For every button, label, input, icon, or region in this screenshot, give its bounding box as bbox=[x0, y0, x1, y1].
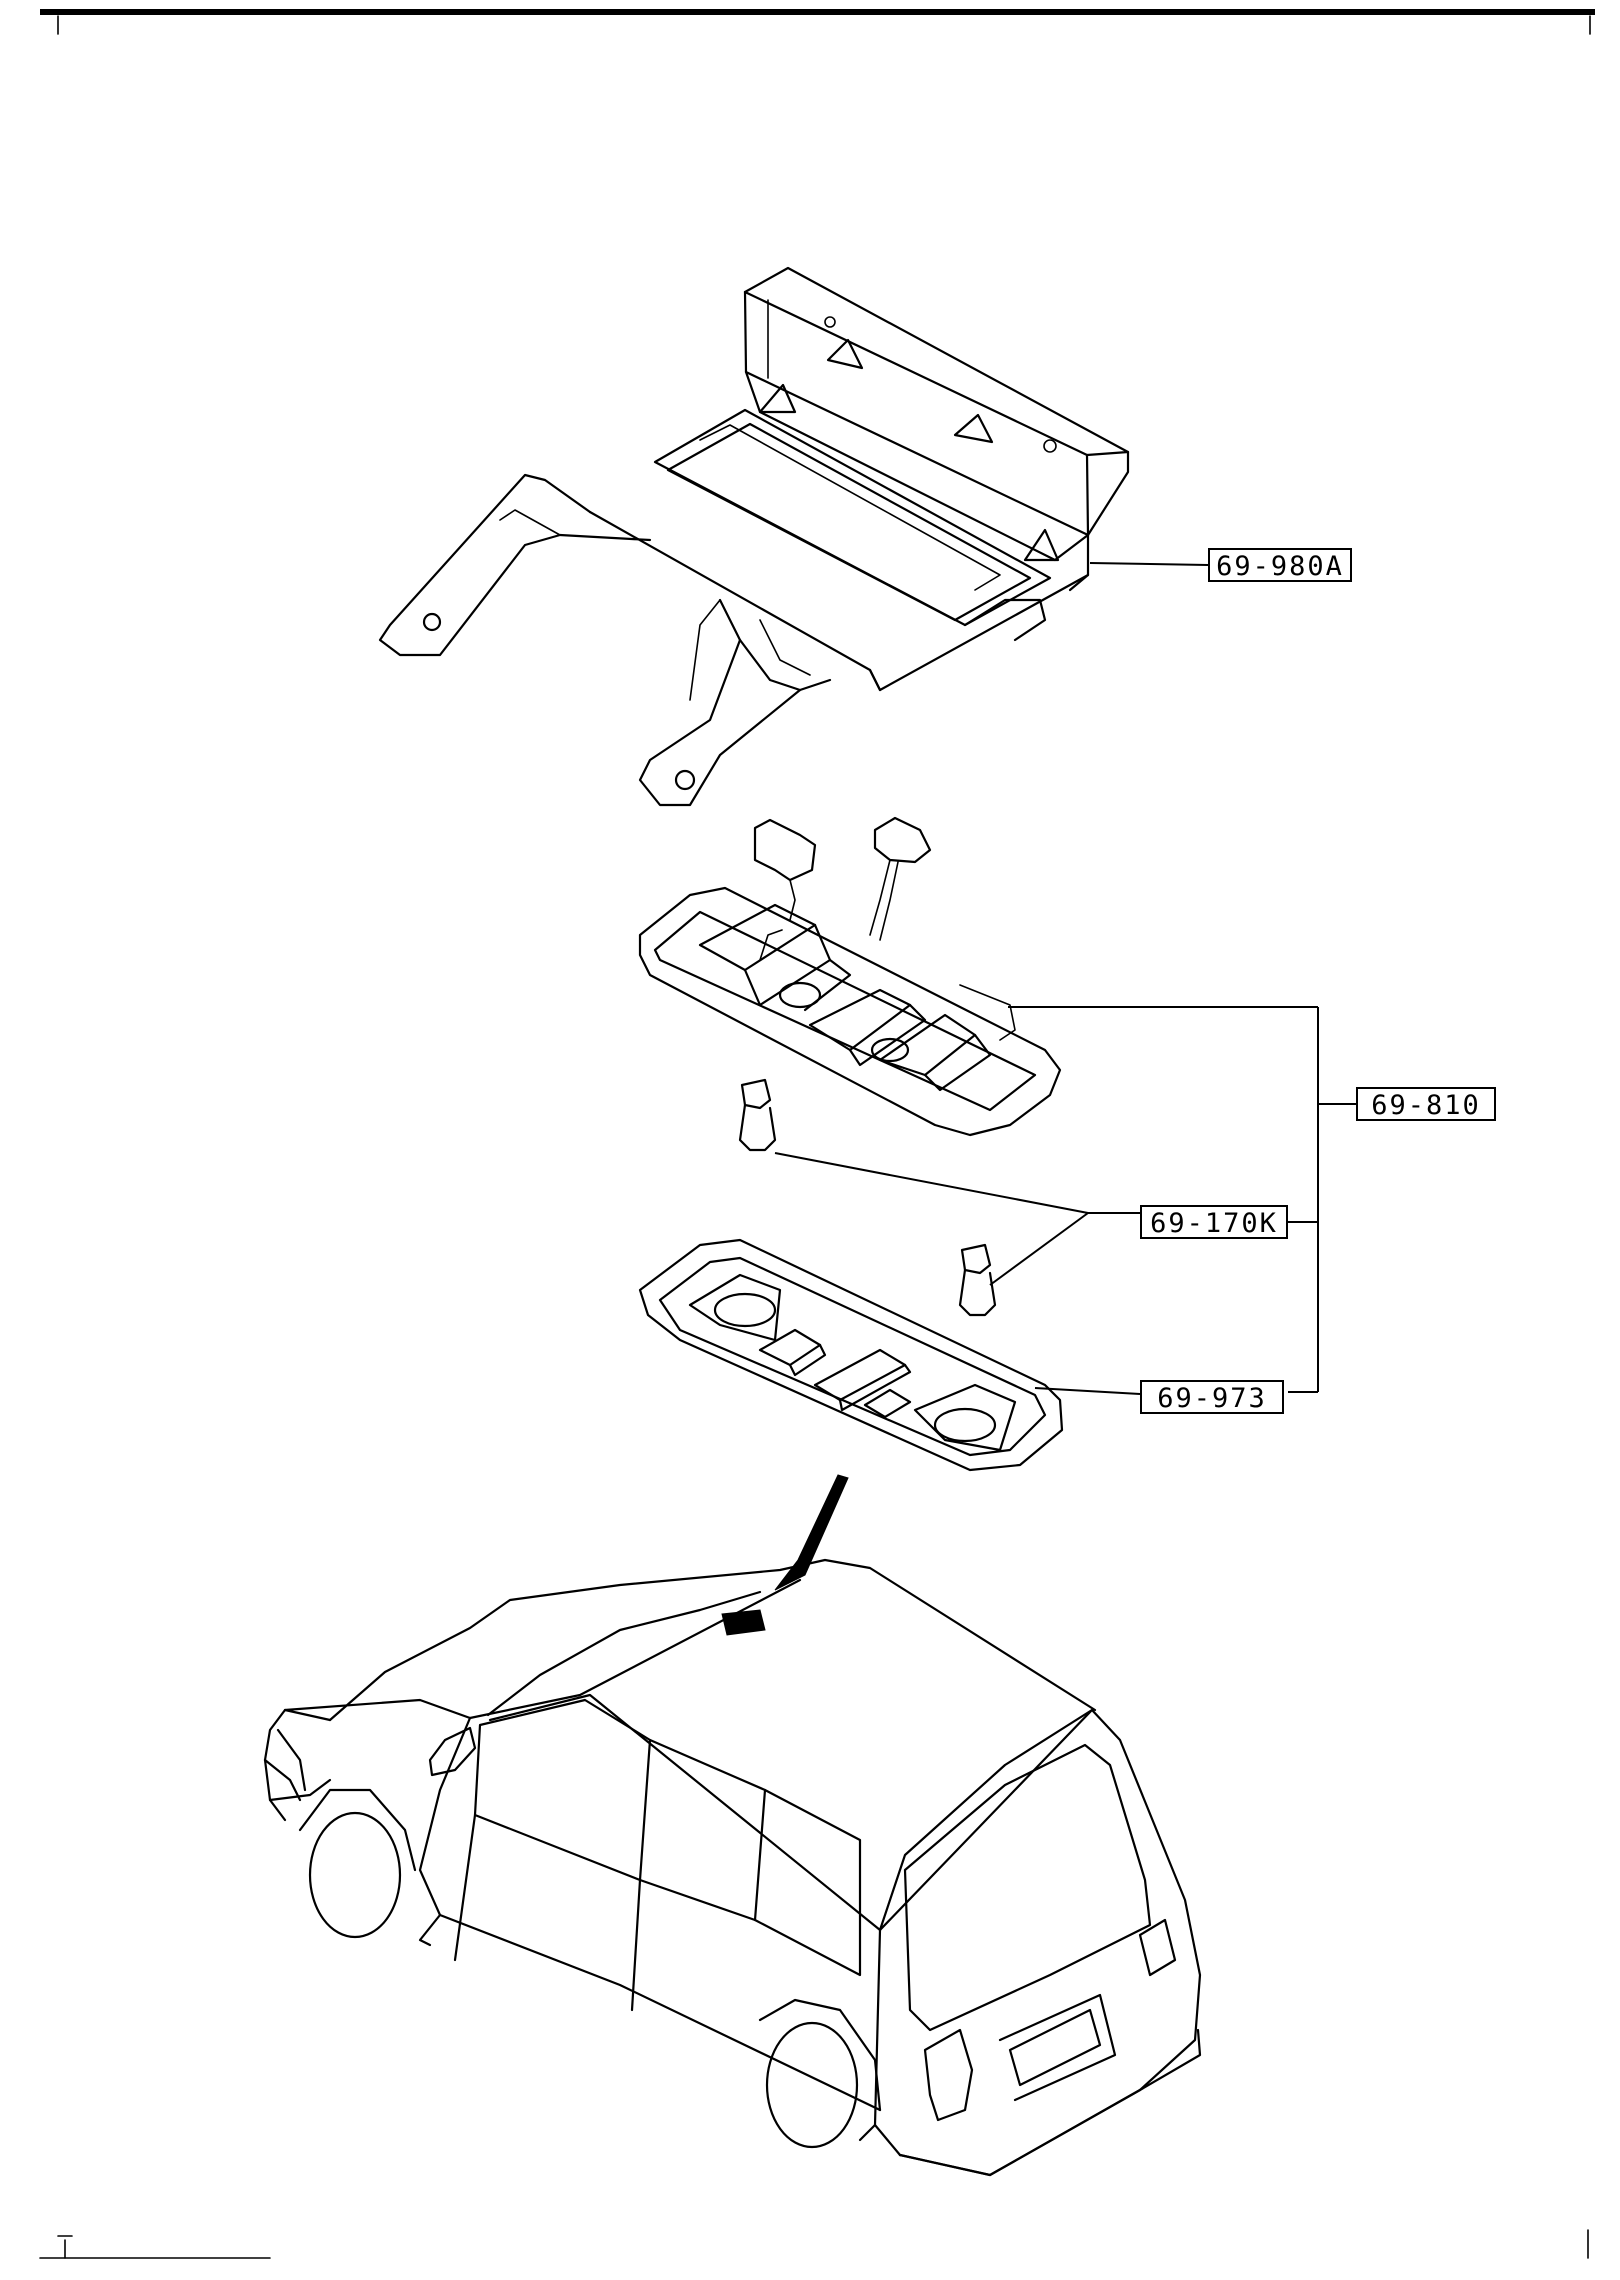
vehicle-drawing bbox=[263, 1474, 1202, 2177]
lens-cover-69-973-drawing bbox=[638, 1238, 1064, 1472]
lamp-housing-69-810-drawing bbox=[638, 816, 1062, 1137]
page-frame bbox=[39, 9, 1595, 2259]
part-label-69-170K[interactable]: 69-170K bbox=[1140, 1205, 1288, 1239]
part-label-69-810[interactable]: 69-810 bbox=[1356, 1087, 1496, 1121]
part-label-69-973[interactable]: 69-973 bbox=[1140, 1380, 1284, 1414]
bulbs-69-170K-drawing bbox=[738, 1078, 997, 1317]
leader-lines bbox=[774, 562, 1356, 1395]
bracket-69-980A-drawing bbox=[378, 266, 1130, 807]
part-label-69-980A[interactable]: 69-980A bbox=[1208, 548, 1352, 582]
